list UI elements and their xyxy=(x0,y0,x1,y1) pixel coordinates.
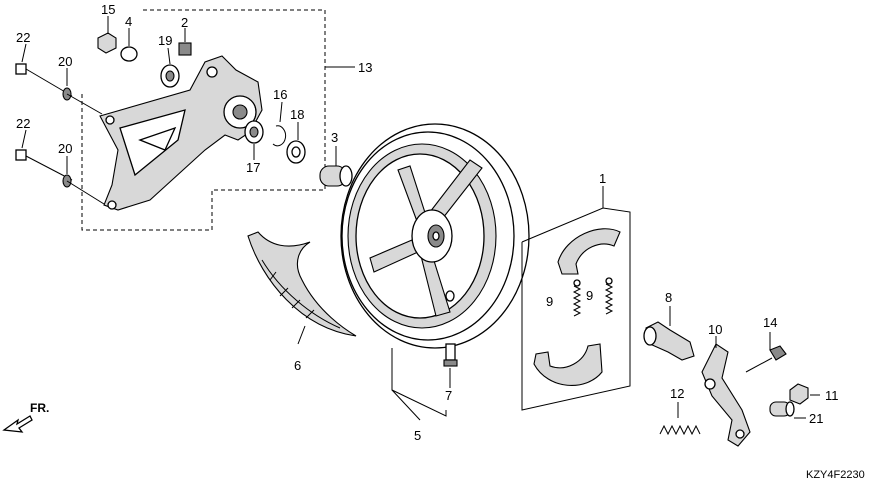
swing-arm-group xyxy=(15,9,355,231)
callout-19: 19 xyxy=(158,33,172,48)
circlip-16[interactable] xyxy=(272,125,287,147)
callout-21: 21 xyxy=(809,411,823,426)
callout-22-lower: 22 xyxy=(16,116,30,131)
callout-5: 5 xyxy=(414,428,421,443)
collar-2[interactable] xyxy=(178,42,192,56)
callout-12: 12 xyxy=(670,386,684,401)
callout-16: 16 xyxy=(273,87,287,102)
brake-arm-10[interactable] xyxy=(701,343,751,447)
diagram-code: KZY4F2230 xyxy=(806,469,865,481)
swing-arm[interactable] xyxy=(99,55,263,211)
collar-3[interactable] xyxy=(319,165,353,187)
callout-4: 4 xyxy=(125,14,132,29)
brake-shoe-upper[interactable] xyxy=(557,228,621,275)
callout-14: 14 xyxy=(763,315,777,330)
spring-12[interactable] xyxy=(659,424,701,436)
callout-11: 11 xyxy=(825,388,839,403)
callout-10: 10 xyxy=(708,322,722,337)
valve-stem-7[interactable] xyxy=(443,343,458,367)
callout-22-upper: 22 xyxy=(16,30,30,45)
callout-15: 15 xyxy=(101,2,115,17)
callout-2: 2 xyxy=(181,15,188,30)
callout-8: 8 xyxy=(665,290,672,305)
callout-9-right: 9 xyxy=(586,288,593,303)
mudguard-6[interactable] xyxy=(247,231,357,337)
callout-3: 3 xyxy=(331,130,338,145)
front-direction-arrow-icon xyxy=(2,415,33,433)
brake-shoe-group xyxy=(521,186,631,411)
bolt-14[interactable] xyxy=(745,345,787,373)
spring-9-left[interactable] xyxy=(572,279,582,317)
callout-9-left: 9 xyxy=(546,294,553,309)
callout-7: 7 xyxy=(445,388,452,403)
brake-cam-8[interactable] xyxy=(643,321,695,361)
callout-1: 1 xyxy=(599,171,606,186)
bushing-4[interactable] xyxy=(120,46,138,62)
callout-6: 6 xyxy=(294,358,301,373)
nut-11[interactable] xyxy=(789,383,809,405)
joint-pin-21[interactable] xyxy=(769,401,795,417)
rear-wheel-5[interactable] xyxy=(340,123,530,349)
nut-15[interactable] xyxy=(97,32,117,54)
callout-18: 18 xyxy=(290,107,304,122)
callout-20-upper: 20 xyxy=(58,54,72,69)
callout-13: 13 xyxy=(358,60,372,75)
spring-9-right[interactable] xyxy=(604,277,614,315)
callout-20-lower: 20 xyxy=(58,141,72,156)
brake-shoe-lower[interactable] xyxy=(533,343,603,386)
direction-label: FR. xyxy=(30,401,49,415)
callout-17: 17 xyxy=(246,160,260,175)
